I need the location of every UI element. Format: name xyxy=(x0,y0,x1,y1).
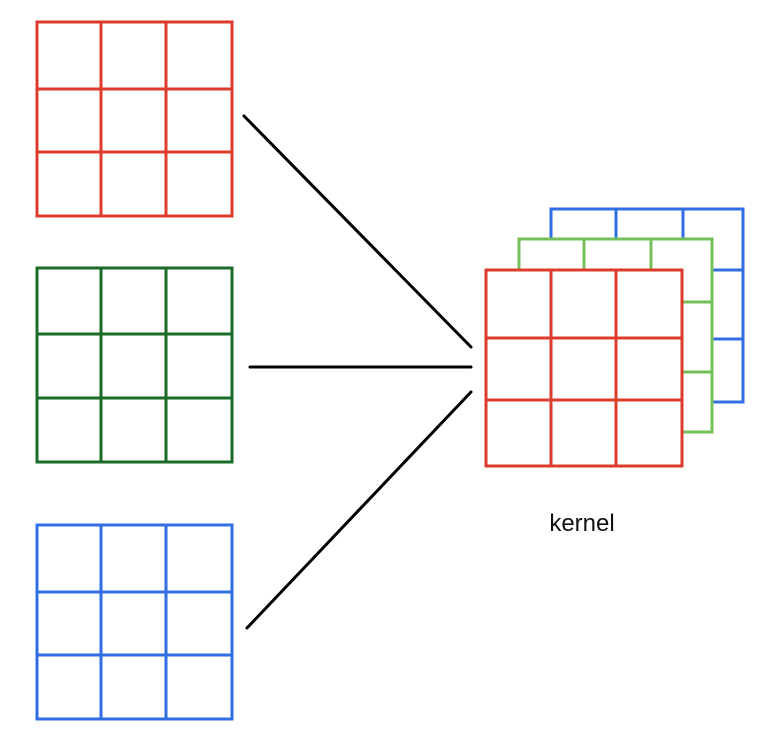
kernel-layer-green xyxy=(517,237,714,434)
kernel-layer-red xyxy=(484,268,684,468)
connector-lines xyxy=(242,114,473,630)
input-grid-blue xyxy=(35,523,234,721)
connector-line-blue xyxy=(245,390,473,630)
connector-line-red xyxy=(242,114,473,349)
input-grid-red xyxy=(35,20,234,218)
kernel-layer-blue xyxy=(549,207,745,404)
input-grid-green xyxy=(35,266,234,464)
kernel-label: kernel xyxy=(549,510,615,537)
